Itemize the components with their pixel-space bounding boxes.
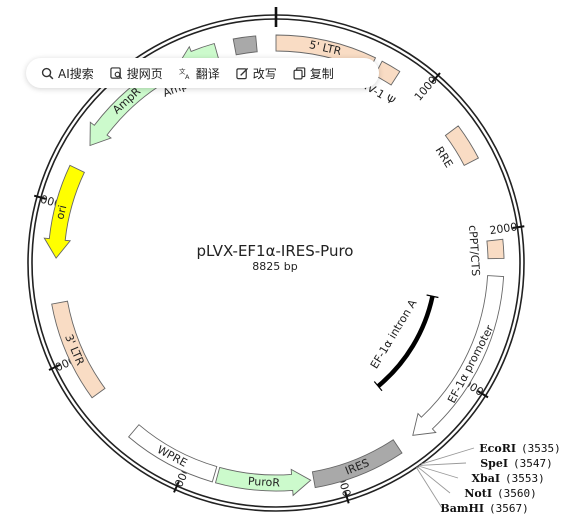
intron-a-label: EF-1α intron A (368, 297, 420, 371)
edit-icon (236, 67, 248, 79)
puror-shape (214, 466, 312, 497)
copy-label: 复制 (309, 66, 334, 81)
site-name: SpeI (480, 457, 508, 470)
svg-text:文: 文 (179, 67, 186, 76)
web-search-icon (110, 66, 122, 79)
backbone (27, 7, 525, 512)
tick-mark (344, 491, 350, 504)
site-leader-line (417, 466, 451, 494)
site-position: (3535) (521, 442, 561, 455)
plasmid-size: 8825 bp (252, 260, 297, 273)
svg-text:A: A (185, 73, 190, 80)
site-position: (3560) (497, 487, 537, 500)
ltr3-feature: 3' LTR (51, 300, 106, 399)
puror-feature: PuroR (214, 466, 312, 497)
puror-label: PuroR (248, 475, 281, 490)
ef1a-promoter-shape (412, 275, 505, 436)
site-position: (3547) (513, 457, 553, 470)
ori-feature: ori (43, 164, 85, 259)
tick-mark (431, 72, 441, 83)
intron-a-arc (376, 295, 435, 388)
cppt-shape (486, 238, 505, 260)
copy-button[interactable]: 复制 (286, 62, 341, 85)
translate-label: 翻译 (195, 66, 220, 81)
ef1a-promoter-feature: EF-1α promoter (412, 275, 505, 436)
ires-feature: IRES (311, 439, 403, 489)
cppt-label: cPPT/CTS (466, 225, 482, 277)
ai-search-button[interactable]: AI搜索 (34, 62, 101, 85)
translate-icon: 文A (179, 67, 190, 80)
ori-shape (43, 164, 85, 259)
site-leader-line (416, 467, 443, 509)
ltr3-shape (51, 300, 106, 399)
tick-mark (48, 363, 61, 371)
site-position: (3567) (489, 502, 529, 515)
wpre-feature: WPRE (127, 424, 218, 483)
search-icon (41, 67, 54, 79)
rre-shape (444, 125, 480, 167)
site-position: (3553) (505, 472, 545, 485)
tick-mark (33, 194, 47, 200)
ires-shape (311, 439, 403, 489)
rre-feature: RRE (433, 125, 480, 170)
wpre-shape (127, 424, 218, 483)
site-leader-line (419, 462, 467, 466)
search-page-label: 搜网页 (126, 66, 163, 81)
rewrite-label: 改写 (252, 66, 277, 81)
search-page-button[interactable]: 搜网页 (103, 62, 170, 85)
site-leader-line (418, 465, 459, 479)
tick-mark (512, 225, 525, 229)
tick-mark (477, 390, 489, 399)
site-name: EcoRI (479, 442, 516, 455)
site-name: XbaI (472, 472, 501, 485)
site-leader-line (420, 447, 475, 465)
restriction-sites: EcoRI (3535) SpeI (3547) XbaI (3553) NotI (3560… (416, 442, 561, 515)
site-name: BamHI (440, 502, 484, 515)
grey-box-shape (232, 35, 258, 56)
rewrite-button[interactable]: 改写 (229, 62, 284, 85)
intron-a-cap (373, 381, 383, 392)
ai-search-label: AI搜索 (58, 66, 94, 81)
tick-mark (173, 480, 180, 493)
cppt-feature: cPPT/CTS (466, 225, 505, 277)
inner-feature: EF-1α intron A (368, 294, 439, 392)
tick-label: 2000 (489, 220, 519, 237)
site-name: NotI (464, 487, 492, 500)
copy-icon (293, 66, 306, 79)
intron-a-cap (426, 294, 439, 299)
grey-box-feature (232, 35, 258, 56)
plasmid-name: pLVX-EF1α-IRES-Puro (197, 242, 354, 260)
rre-label: RRE (433, 144, 456, 170)
ori-label: ori (53, 204, 69, 221)
